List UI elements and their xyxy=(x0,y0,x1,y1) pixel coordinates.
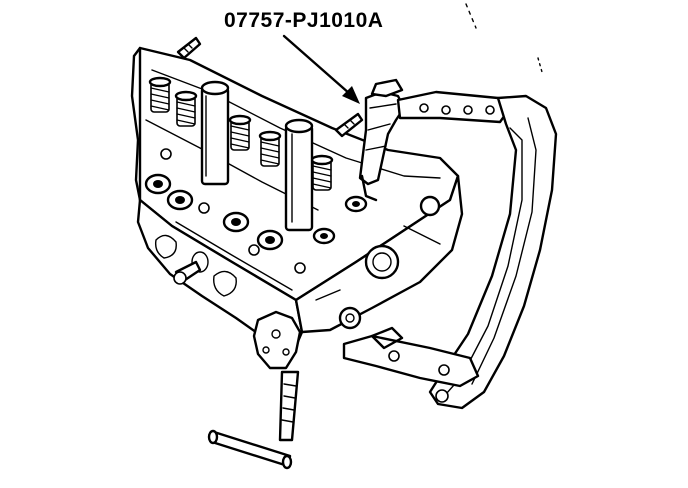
lower-arm xyxy=(342,334,480,388)
valve-spring-row-front xyxy=(144,173,368,251)
cylinder-head-body xyxy=(130,36,464,370)
compressor-attachment xyxy=(358,78,406,202)
leader-arrowhead-icon xyxy=(342,86,360,104)
deck-bolts xyxy=(160,148,306,274)
exhaust-ports xyxy=(154,234,237,297)
support-stud xyxy=(173,260,202,285)
callout-leader xyxy=(282,34,360,104)
c-frame xyxy=(428,94,558,410)
lower-arm-holes xyxy=(388,350,450,403)
part-number-label: 07757-PJ1010A xyxy=(224,9,384,32)
valve-spring-row-rear xyxy=(148,76,334,191)
end-face-bosses xyxy=(315,195,441,330)
rear-stud-bolts xyxy=(176,36,364,138)
upper-arm-holes xyxy=(419,103,495,115)
construction-leader-lines xyxy=(465,3,543,73)
cylinder-posts xyxy=(200,80,314,232)
end-plate xyxy=(252,310,302,370)
valve-spring-compressor-tool-icon xyxy=(207,78,558,470)
t-handle-screw xyxy=(207,370,300,470)
